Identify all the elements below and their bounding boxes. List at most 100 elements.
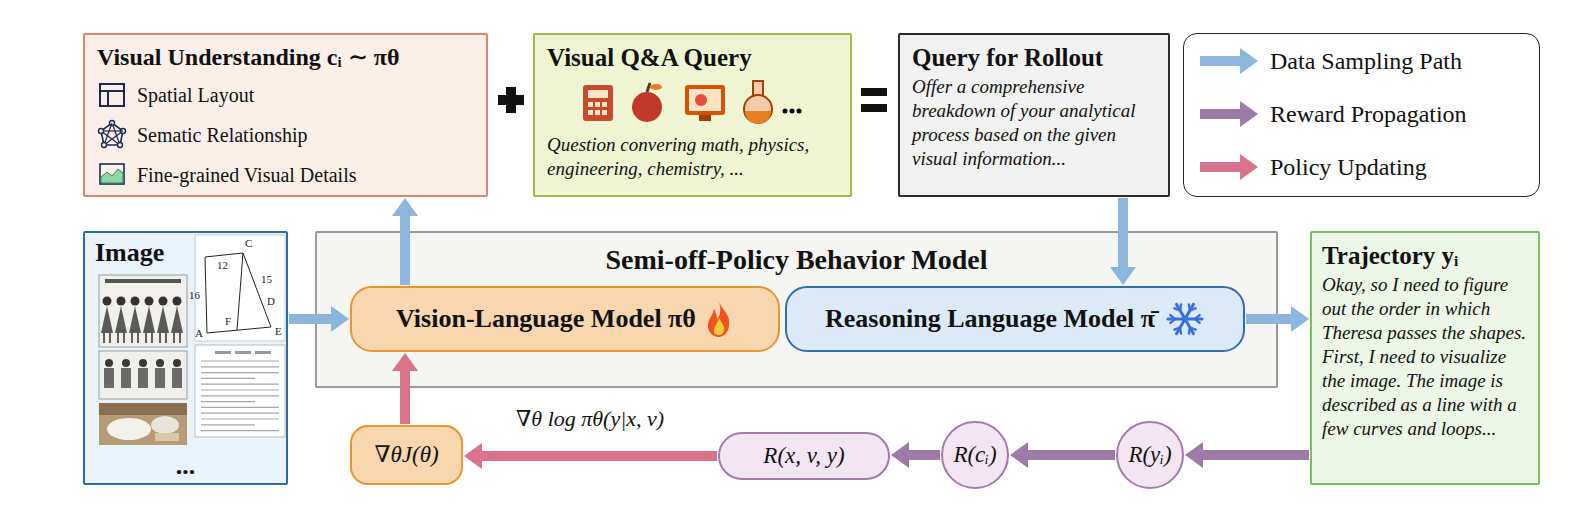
flow-arrow: [392, 353, 418, 424]
graphic-part: [1185, 304, 1194, 319]
frozen-model-box: Reasoning Language Model π̄: [785, 286, 1245, 352]
graphic-part: [118, 143, 123, 148]
graphic-part: [689, 89, 721, 111]
arrow-head: [1110, 267, 1136, 285]
figure-label: A: [195, 327, 203, 340]
graphic-part: [159, 297, 168, 306]
graphic-part: [159, 333, 161, 343]
prompt-box: Query for RolloutOffer a comprehensive b…: [898, 33, 1170, 197]
graphic-part: [138, 368, 148, 388]
flow-arrow: [1010, 442, 1115, 468]
graphic-part: [201, 413, 279, 414]
legend-arrow: [1198, 100, 1260, 128]
arrow-head: [1240, 154, 1258, 180]
arrow-head: [1291, 306, 1309, 332]
box-heading: Visual Understanding cᵢ ∼ πθ: [97, 39, 474, 75]
legend-arrow: [1198, 153, 1260, 181]
legend-text: Data Sampling Path: [1270, 46, 1462, 76]
graphic-part: [201, 395, 279, 396]
legend-text: Policy Updating: [1270, 152, 1427, 182]
graphic-part: [103, 333, 105, 343]
graphic-part: [650, 84, 662, 90]
graphic-part: [207, 327, 271, 333]
arrow-shaft: [1028, 450, 1115, 460]
cartoon-thumbnail: [99, 351, 187, 399]
arrow-head: [1240, 48, 1258, 74]
graphic-part: [122, 359, 130, 367]
arrow-head: [891, 442, 909, 468]
graphic-part: [1176, 304, 1185, 319]
graphic-part: [99, 403, 187, 415]
graphic-part: [145, 297, 154, 306]
graphic-part: [145, 333, 147, 343]
graphic-part: [172, 368, 182, 388]
reward-circle: R(cᵢ): [941, 421, 1009, 489]
graphic-part: [100, 90, 124, 92]
graphic-part: [1185, 319, 1194, 334]
figure-label: C: [245, 237, 252, 250]
model-label: Vision-Language Model πθ: [396, 303, 696, 335]
flame-icon: [704, 300, 734, 338]
graphic-part: [105, 279, 181, 283]
graphic-part: [173, 333, 175, 343]
gradient-box: ∇θJ(θ): [350, 425, 463, 485]
graphic-part: [1189, 304, 1190, 310]
graphic-part: [101, 130, 123, 131]
snowflake-icon: [1165, 299, 1205, 339]
graphic-part: [99, 403, 187, 445]
graphic-part: [101, 306, 113, 333]
graphic-part: [588, 110, 593, 115]
arrow-shaft: [482, 451, 717, 461]
arrow-head: [1010, 442, 1028, 468]
arrow-shaft: [1203, 450, 1309, 460]
list-item: Fine-grained Visual Details: [97, 155, 474, 195]
graphic-part: [201, 389, 279, 390]
reward-circle: R(yᵢ): [1116, 421, 1184, 489]
graphic-part: [235, 351, 251, 354]
geometry-thumbnail: [195, 235, 285, 341]
graphic-part: [173, 359, 181, 367]
math-label: ∇θJ(θ): [374, 441, 438, 469]
graphic-part: [632, 92, 662, 122]
graphic-part: [171, 306, 183, 333]
figure-label: D: [267, 295, 275, 308]
arrow-shaft: [909, 450, 940, 460]
box-heading: Trajectory yᵢ: [1322, 239, 1528, 273]
arrow-shaft: [400, 371, 410, 424]
graphic-part: [744, 95, 772, 123]
cartoon-thumbnail: [99, 275, 187, 347]
graphic-part: [205, 257, 207, 333]
layout-icon: [100, 84, 124, 106]
graphic-part: [595, 110, 600, 115]
graphic-part: [205, 253, 243, 257]
arrow-shaft: [1200, 56, 1240, 66]
graphic-part: [201, 360, 279, 361]
graphic-part: [797, 109, 802, 114]
graphic-part: [117, 333, 119, 343]
list-item: Spatial Layout: [97, 75, 474, 115]
legend-text: Reward Propagation: [1270, 99, 1467, 129]
arrow-shaft: [1200, 162, 1240, 172]
graphic-part: [201, 424, 255, 425]
graphic-part: [151, 333, 153, 343]
graphic-part: [1195, 315, 1200, 319]
graphic-part: [699, 115, 711, 121]
graphic-part: [583, 85, 613, 121]
graphic-part: [588, 90, 608, 98]
body-text: Question convering math, physics, engine…: [547, 133, 838, 181]
graphic-part: [156, 359, 164, 367]
model-label: Reasoning Language Model π̄: [825, 303, 1155, 335]
graphic-part: [151, 416, 179, 434]
more-dots: [783, 109, 802, 114]
graphic-part: [104, 123, 112, 145]
arrow-head: [1240, 101, 1258, 127]
graphic-part: [708, 302, 729, 337]
graphic-part: [1190, 328, 1196, 330]
graphic-part: [117, 297, 126, 306]
graphic-part: [121, 368, 131, 388]
graph-icon: [99, 121, 126, 148]
calculator-icon: [583, 85, 613, 121]
graphic-part: [1174, 308, 1180, 310]
legend-row: Policy Updating: [1184, 140, 1539, 193]
